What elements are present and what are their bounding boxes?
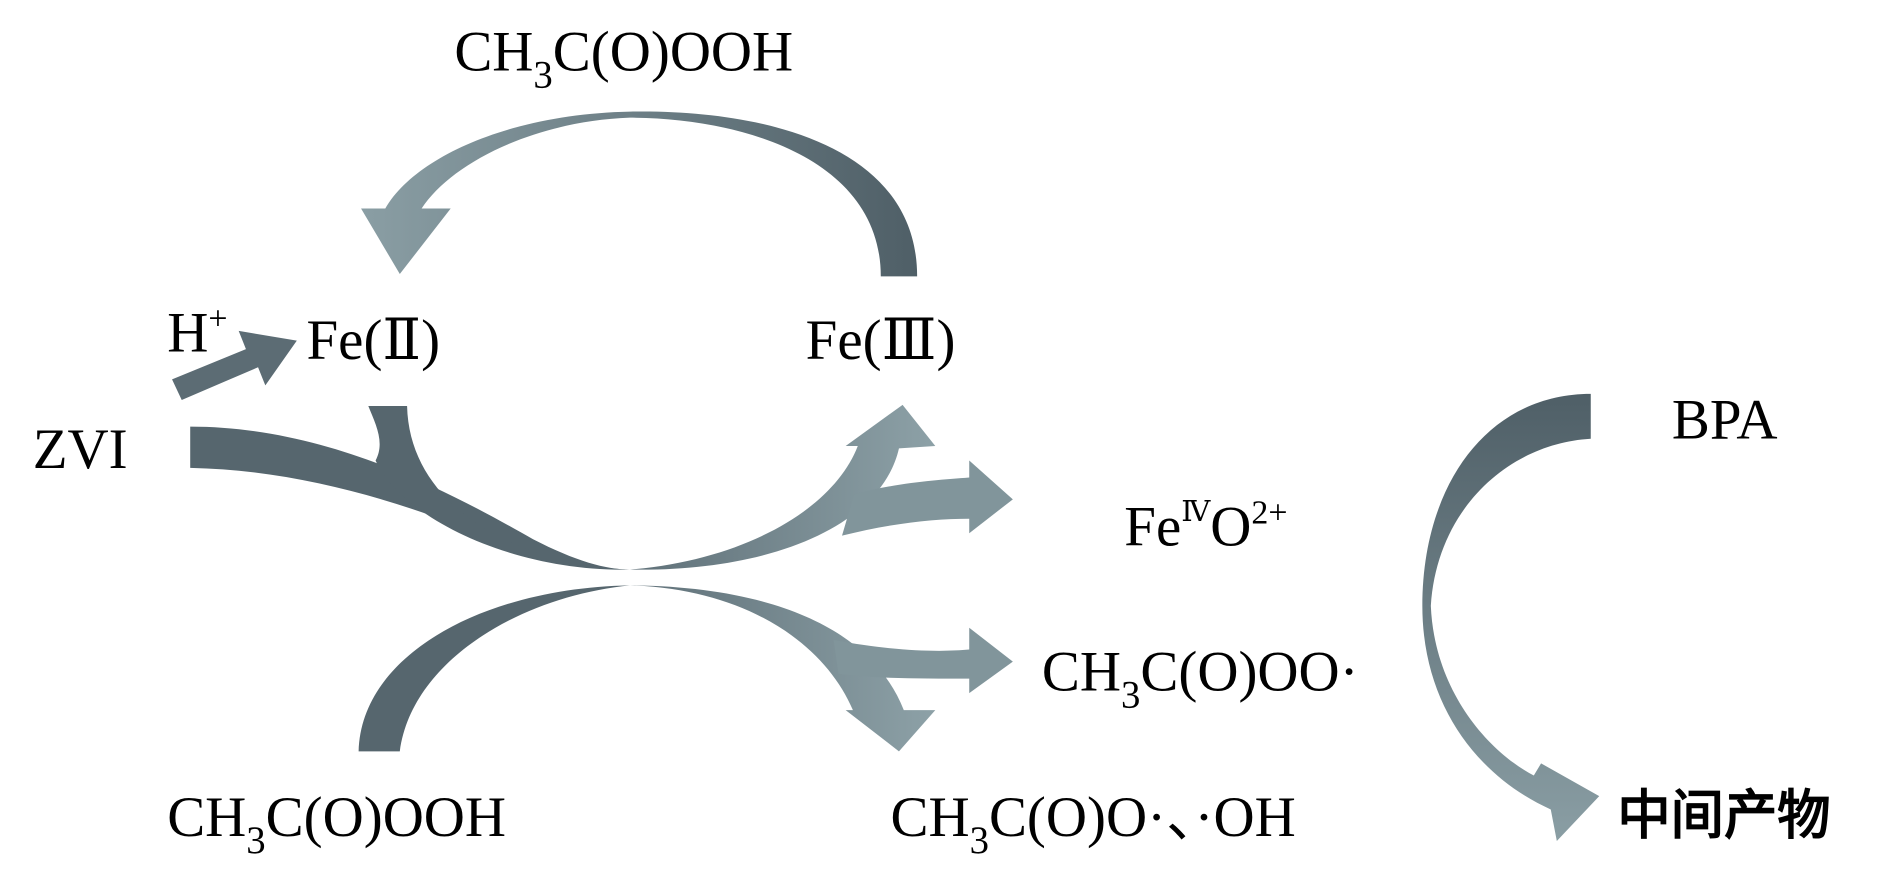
- arrow-to-fe3: [630, 404, 936, 570]
- arrow-to-ferryl: [842, 460, 1013, 536]
- label-acetylperoxyl-radical: CH3C(O)OO·: [1042, 641, 1359, 717]
- arrow-paa-band: [358, 585, 630, 752]
- arrow-zvi-to-fe2: [172, 330, 297, 400]
- label-fe2: Fe(Ⅱ): [307, 309, 441, 372]
- arrow-to-acetylperoxyl: [833, 627, 1013, 694]
- label-acetyloxyl-hydroxyl-radicals: CH3C(O)O·、·OH: [890, 786, 1295, 862]
- label-zvi: ZVI: [33, 418, 128, 481]
- label-bpa: BPA: [1672, 389, 1778, 452]
- label-proton: H+: [167, 301, 227, 365]
- label-intermediates: 中间产物: [1617, 785, 1830, 847]
- label-peracetic-acid-top: CH3C(O)OOH: [454, 20, 793, 96]
- label-peracetic-acid-bottom: CH3C(O)OOH: [167, 786, 506, 862]
- label-fe3: Fe(Ⅲ): [806, 309, 956, 372]
- arrow-fe3-to-fe2: [361, 111, 918, 277]
- arrow-fe2-band: [368, 406, 630, 570]
- label-ferryl: FeⅣO2+: [1124, 495, 1287, 559]
- arrow-bpa-to-intermediates: [1422, 393, 1600, 841]
- arrow-to-acetyloxyl: [630, 585, 936, 752]
